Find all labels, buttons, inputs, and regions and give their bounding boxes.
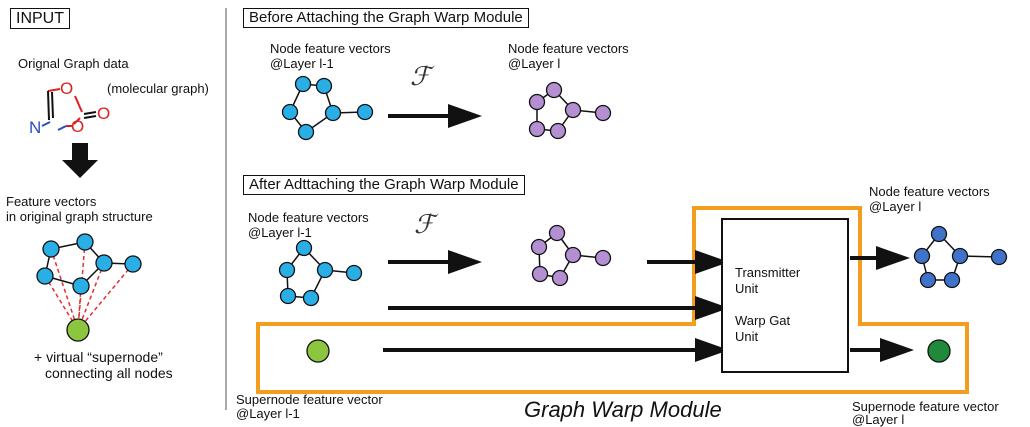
supernode-input-label-line1: Supernode feature vector <box>236 392 383 407</box>
molecule-structure <box>41 88 97 131</box>
after-graph-output <box>913 225 1008 289</box>
before-title: Before Attaching the Graph Warp Module <box>243 8 529 28</box>
supernode-input <box>306 339 330 363</box>
graph-warp-module-border <box>256 206 969 394</box>
input-graph <box>36 233 142 342</box>
input-to-module-arrow <box>388 296 729 320</box>
input-title: INPUT <box>10 8 70 29</box>
warp-unit-box <box>721 218 849 373</box>
after-transform-arrow <box>388 250 482 274</box>
module-to-output-arrow <box>850 246 910 270</box>
before-output-label-line1: Node feature vectors <box>508 41 629 56</box>
after-transform-symbol: ℱ <box>414 210 435 240</box>
module-to-supernode-arrow <box>850 338 914 362</box>
after-input-label-line2: @Layer l-1 <box>248 225 312 240</box>
molecular-graph-label: (molecular graph) <box>107 81 209 96</box>
atom-o-ring: O <box>71 117 85 136</box>
after-input-label-line1: Node feature vectors <box>248 210 369 225</box>
after-graph-intermediate <box>530 224 612 287</box>
feature-vectors-line1: Feature vectors <box>6 194 97 209</box>
transmitter-unit-line2: Unit <box>735 281 759 296</box>
supernode-output <box>927 339 951 363</box>
before-transform-arrow <box>388 104 482 128</box>
after-output-label-line2: @Layer l <box>869 199 922 214</box>
before-graph-output <box>528 81 612 140</box>
supernode-output-label-line2: @Layer l <box>852 412 905 427</box>
atom-n: N <box>29 118 42 137</box>
before-graph-input <box>281 75 374 141</box>
graph-warp-module-label: Graph Warp Module <box>524 397 722 422</box>
before-output-label-line2: @Layer l <box>508 56 561 71</box>
before-input-label-line1: Node feature vectors <box>270 41 391 56</box>
supernode-output-label-line1: Supernode feature vector <box>852 399 999 414</box>
feature-vectors-line2: in original graph structure <box>6 209 153 224</box>
supernode-to-module-arrow <box>383 338 729 362</box>
after-title: After Adttaching the Graph Warp Module <box>243 175 525 195</box>
original-graph-label: Orignal Graph data <box>18 56 129 71</box>
before-transform-symbol: ℱ <box>410 62 431 92</box>
after-graph-input <box>278 239 363 307</box>
warp-gate-unit-line1: Warp Gat <box>735 313 791 328</box>
atom-o-top: O <box>60 79 74 98</box>
supernode-caption-line1: + virtual “supernode” <box>34 349 163 365</box>
supernode-caption-line2: connecting all nodes <box>45 365 173 381</box>
transmitter-unit-line1: Transmitter <box>735 265 801 280</box>
virtual-supernode <box>66 318 90 342</box>
down-arrow <box>62 143 98 178</box>
input-graph-nodes <box>36 233 142 295</box>
intermediate-to-module-arrow <box>647 250 729 274</box>
atom-o-carbonyl: O <box>97 104 111 123</box>
warp-gate-unit-line2: Unit <box>735 329 759 344</box>
after-output-label-line1: Node feature vectors <box>869 184 990 199</box>
before-input-label-line2: @Layer l-1 <box>270 56 334 71</box>
supernode-input-label-line2: @Layer l-1 <box>236 406 300 421</box>
